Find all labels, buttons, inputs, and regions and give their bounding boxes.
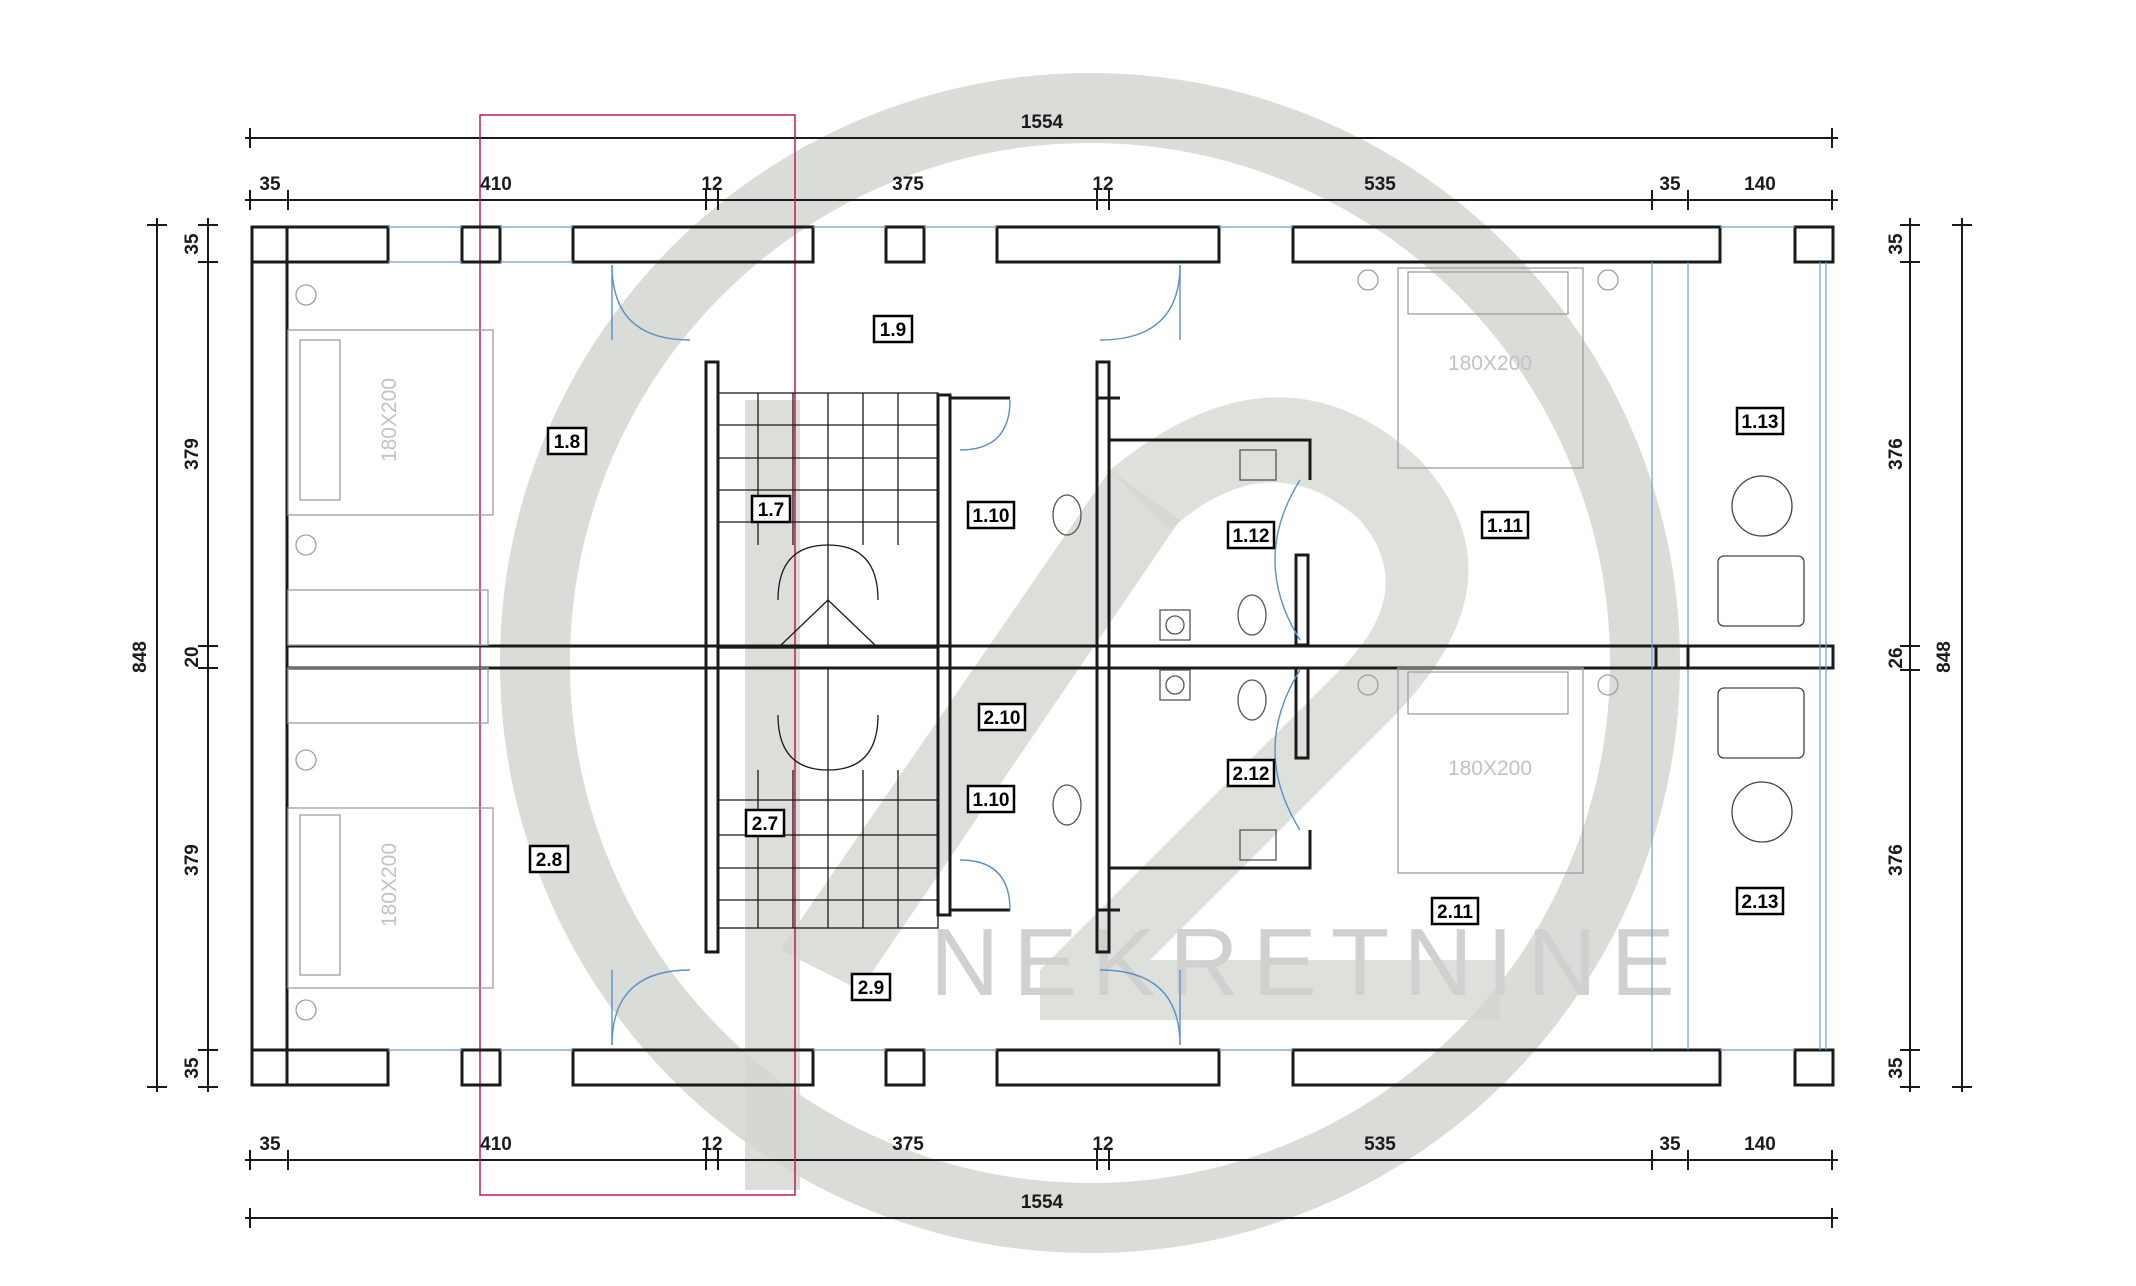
svg-text:1.8: 1.8 [554, 432, 580, 453]
room-2-11: 2.11 [1430, 896, 1480, 926]
dim-top-seg-4: 375 [892, 174, 924, 195]
svg-text:2.9: 2.9 [858, 978, 884, 999]
toilet-icon [1237, 594, 1267, 636]
dim-top-seg-8: 140 [1744, 174, 1776, 195]
dim-bottom-seg-6: 535 [1364, 1134, 1396, 1155]
bathroom-fixtures [1052, 449, 1277, 861]
window-lines [388, 226, 1827, 1051]
bed-top-right-frame [1397, 267, 1584, 469]
watermark-text: NEKRETNINE [930, 909, 1689, 1016]
svg-text:1.10: 1.10 [973, 790, 1010, 811]
sink-icon [1239, 829, 1277, 861]
dim-left-seg-1: 35 [182, 233, 203, 255]
washer-icon [1159, 609, 1191, 641]
room-2-10b: 1.10 [966, 784, 1016, 814]
dim-bottom-seg-1: 35 [259, 1134, 281, 1155]
dim-left-seg-5: 35 [182, 1057, 203, 1079]
dim-top-seg-5: 12 [1092, 174, 1113, 195]
dim-top-seg-1: 35 [259, 174, 281, 195]
bed-size-bottom-right: 180X200 [1448, 757, 1532, 780]
dim-right-seg-2: 376 [1886, 438, 1907, 470]
svg-text:2.11: 2.11 [1437, 902, 1473, 923]
room-1-9: 1.9 [872, 314, 914, 344]
room-2-8: 2.8 [528, 844, 570, 874]
room-1-12: 1.12 [1226, 520, 1276, 550]
room-labels: 1.8 1.7 1.9 1.10 1.12 1.11 1.13 2.8 2.7 … [528, 314, 1785, 1002]
dim-top-seg-6: 535 [1364, 174, 1396, 195]
beds [287, 267, 1619, 1021]
interior-walls [704, 360, 1312, 954]
room-1-8: 1.8 [546, 426, 588, 456]
bed-size-top-left: 180X200 [378, 378, 401, 462]
room-2-7: 2.7 [744, 808, 786, 838]
terrace-furniture [1654, 475, 1805, 843]
dim-right-seg-5: 35 [1886, 1057, 1907, 1079]
dim-bottom-seg-7: 35 [1659, 1134, 1681, 1155]
exterior-walls [250, 225, 1835, 1087]
room-1-11: 1.11 [1480, 510, 1530, 540]
dim-right-total: 848 [1934, 641, 1955, 673]
svg-text:1.11: 1.11 [1487, 516, 1523, 537]
dim-bottom-total: 1554 [1021, 1192, 1064, 1213]
dim-right-seg-4: 376 [1886, 844, 1907, 876]
svg-text:2.13: 2.13 [1742, 892, 1779, 913]
dim-top-seg-3: 12 [701, 174, 722, 195]
dim-left-seg-2: 379 [182, 438, 203, 470]
room-2-9: 2.9 [850, 972, 892, 1002]
svg-text:2.12: 2.12 [1233, 764, 1270, 785]
dim-left-total: 848 [130, 641, 151, 673]
svg-text:2.10: 2.10 [984, 708, 1021, 729]
dim-right-seg-3: 26 [1886, 647, 1907, 668]
dim-bottom-seg-5: 12 [1092, 1134, 1113, 1155]
dim-top-total: 1554 [1021, 112, 1064, 133]
dim-left-seg-3: 20 [182, 646, 203, 667]
room-2-12: 2.12 [1226, 758, 1276, 788]
bed-bottom-left-frame [287, 807, 494, 989]
toilet-icon [1052, 494, 1082, 536]
table-icon [1731, 475, 1793, 537]
svg-text:2.8: 2.8 [536, 850, 562, 871]
bed-size-bottom-left: 180X200 [378, 843, 401, 927]
svg-text:1.13: 1.13 [1742, 412, 1779, 433]
dimension-labels: 1554 35 410 12 375 12 535 35 140 35 410 … [130, 112, 1955, 1213]
svg-text:1.7: 1.7 [758, 500, 784, 521]
room-1-13: 1.13 [1735, 406, 1785, 436]
bed-labels: 180X200 180X200 180X200 180X200 [378, 352, 1532, 927]
dim-right-seg-1: 35 [1886, 233, 1907, 255]
dim-bottom-seg-8: 140 [1744, 1134, 1776, 1155]
svg-text:1.9: 1.9 [880, 320, 906, 341]
dim-top-seg-7: 35 [1659, 174, 1681, 195]
accent-outline [479, 114, 796, 1196]
toilet-icon [1237, 679, 1267, 721]
armchair-icon [1717, 555, 1805, 627]
dimension-lines [147, 128, 1972, 1228]
room-1-7: 1.7 [750, 494, 792, 524]
dim-bottom-seg-4: 375 [892, 1134, 924, 1155]
toilet-icon [1052, 784, 1082, 826]
sink-icon [1239, 449, 1277, 481]
bed-bottom-right-frame [1397, 667, 1584, 874]
dim-bottom-seg-3: 12 [701, 1134, 722, 1155]
svg-text:1.12: 1.12 [1233, 526, 1270, 547]
dim-top-seg-2: 410 [480, 174, 512, 195]
table-icon [1731, 781, 1793, 843]
bed-top-left-frame [287, 329, 494, 516]
armchair-icon [1717, 687, 1805, 759]
room-2-10: 2.10 [977, 702, 1027, 732]
stairs [717, 392, 939, 929]
dim-left-seg-4: 379 [182, 844, 203, 876]
room-2-13: 2.13 [1735, 886, 1785, 916]
dim-bottom-seg-2: 410 [480, 1134, 512, 1155]
door-swings [611, 264, 1301, 1046]
svg-text:1.10: 1.10 [973, 506, 1010, 527]
bed-size-top-right: 180X200 [1448, 352, 1532, 375]
room-1-10: 1.10 [966, 500, 1016, 530]
washer-icon [1159, 669, 1191, 701]
svg-text:2.7: 2.7 [752, 814, 778, 835]
